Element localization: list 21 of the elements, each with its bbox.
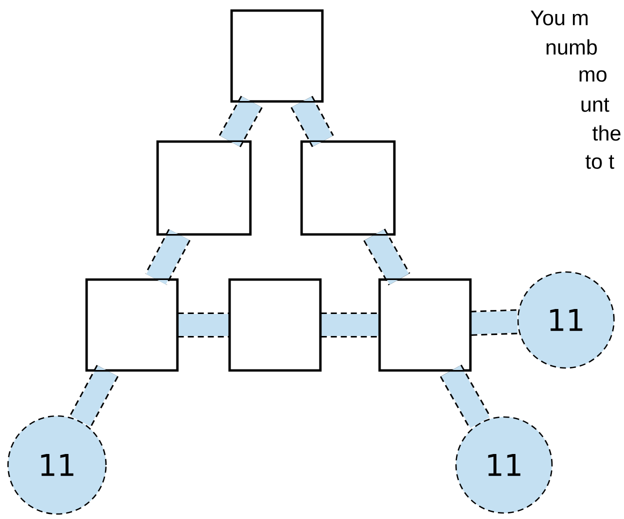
connector-band [69,364,118,428]
empty-box [301,141,395,235]
empty-box [229,279,321,371]
empty-box [231,10,323,102]
connector-band [440,364,491,429]
text-line: mo [580,70,606,82]
text-line: unt [582,98,610,112]
empty-box [379,279,471,371]
connector-band [145,228,190,286]
text-line: You m [530,10,588,26]
text-line: numb [546,39,597,55]
empty-box [86,279,178,371]
connector-band [470,309,518,336]
connector-band [178,312,230,338]
empty-box [157,141,251,235]
text-line: to t [586,155,614,169]
connector-band [290,96,334,148]
connector-band [320,312,380,338]
connector-band [363,228,410,286]
connector-band [218,96,263,148]
text-line: the [592,125,620,141]
